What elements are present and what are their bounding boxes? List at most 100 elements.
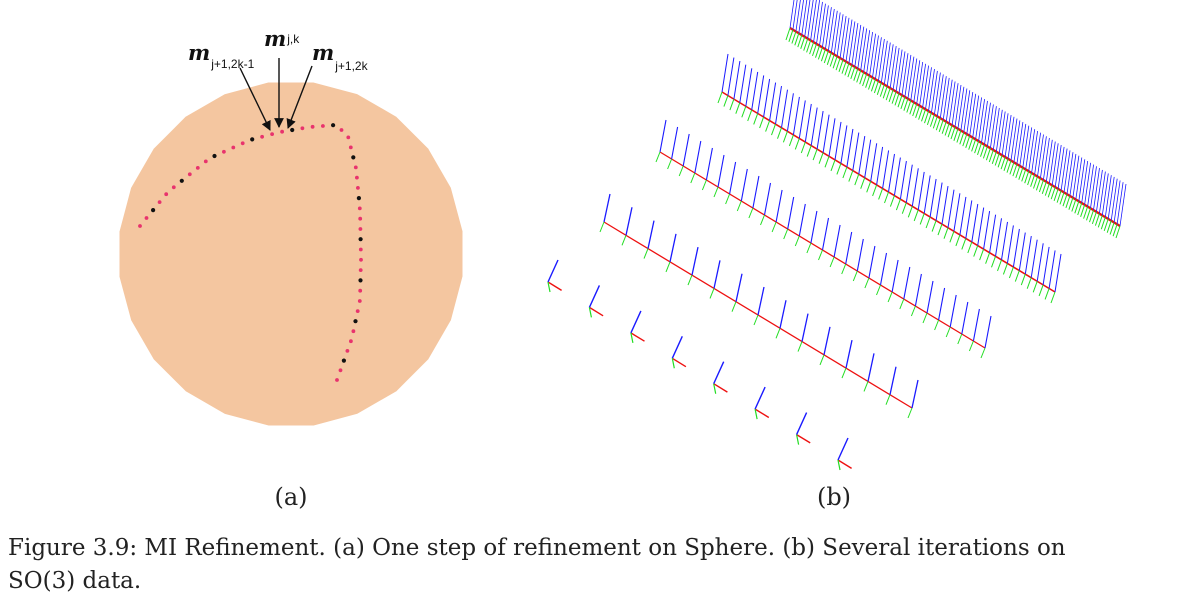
coarse-point <box>212 153 217 159</box>
frame-blue-axis <box>630 310 642 334</box>
frame-green-axis <box>741 106 747 118</box>
frame-green-axis <box>1109 222 1115 235</box>
coarse-point <box>290 127 295 133</box>
frame-blue-axis <box>781 89 788 128</box>
frame-green-axis <box>852 270 858 282</box>
refined-point <box>357 206 362 211</box>
frame-blue-axis <box>757 75 765 114</box>
frame-blue-axis <box>821 217 830 251</box>
frame-green-axis <box>912 103 918 117</box>
refined-point <box>351 329 356 334</box>
frame-green-axis <box>829 54 835 67</box>
frame-green-axis <box>803 38 809 51</box>
frame-blue-axis <box>1025 127 1033 170</box>
frame-green-axis <box>713 383 717 394</box>
frame-green-axis <box>1106 220 1112 233</box>
refined-point <box>240 141 245 146</box>
frame-green-axis <box>678 165 684 177</box>
frame-blue-axis <box>1001 113 1009 156</box>
frame-green-axis <box>865 75 871 88</box>
frame-blue-axis <box>984 102 991 145</box>
frame-blue-axis <box>1022 125 1030 168</box>
frame-blue-axis <box>822 5 829 48</box>
frame-blue-axis <box>917 171 925 210</box>
frame-blue-axis <box>845 19 853 62</box>
frame-green-axis <box>1050 186 1056 200</box>
frame-green-axis <box>771 123 776 136</box>
frame-blue-axis <box>842 17 850 60</box>
refined-point <box>358 247 363 252</box>
frame-blue-axis <box>875 37 882 80</box>
frame-blue-axis <box>813 0 820 43</box>
frame-blue-axis <box>938 287 946 321</box>
frame-green-axis <box>847 64 853 78</box>
frame-green-axis <box>1038 284 1044 297</box>
frame-green-axis <box>1032 281 1038 293</box>
frame-green-axis <box>885 394 891 405</box>
refined-point <box>157 200 162 205</box>
frame-blue-axis <box>966 92 974 135</box>
frame-green-axis <box>1030 174 1036 187</box>
frame-green-axis <box>878 188 884 200</box>
frame-blue-axis <box>903 266 911 300</box>
refinement-points <box>138 123 363 382</box>
frame-blue-axis <box>1010 118 1018 161</box>
frame-green-axis <box>1024 171 1030 184</box>
frame-blue-axis <box>705 147 713 181</box>
refined-point <box>260 134 264 139</box>
frame-blue-axis <box>1060 148 1068 191</box>
frame-blue-axis <box>916 61 924 105</box>
frame-blue-axis <box>1066 152 1074 195</box>
iteration-3 <box>655 119 992 359</box>
frame-blue-axis <box>1031 130 1038 174</box>
frame-green-axis <box>760 214 765 226</box>
refined-point <box>310 124 315 129</box>
frame-blue-axis <box>904 54 912 97</box>
frame-blue-axis <box>934 72 941 115</box>
frame-blue-axis <box>942 77 950 120</box>
frame-red-axis <box>754 408 770 419</box>
frame-green-axis <box>961 238 967 250</box>
frame-blue-axis <box>1001 221 1008 260</box>
frame-green-axis <box>1050 291 1056 304</box>
frame-green-axis <box>943 227 949 239</box>
frame-blue-axis <box>981 100 988 143</box>
frame-blue-axis <box>1107 176 1115 219</box>
refined-point <box>358 268 363 272</box>
frame-green-axis <box>950 126 956 140</box>
refined-point <box>345 349 350 353</box>
frame-green-axis <box>797 341 803 352</box>
frame-blue-axis <box>926 280 934 314</box>
frame-blue-axis <box>1072 155 1080 198</box>
frame-blue-axis <box>735 273 743 302</box>
frame-blue-axis <box>1054 145 1062 188</box>
arrow-m-j1-2k <box>286 65 313 129</box>
frame-blue-axis <box>893 157 901 196</box>
refined-point <box>187 172 192 177</box>
frame-blue-axis <box>947 189 955 228</box>
label-m-j1-2k-1: mj+1,2k-1 <box>188 40 255 71</box>
frame-green-axis <box>957 333 963 345</box>
frame-blue-axis <box>739 64 747 103</box>
frame-green-axis <box>988 149 994 163</box>
frame-blue-axis <box>948 81 956 124</box>
coarse-point <box>341 358 346 363</box>
frame-blue-axis <box>1113 180 1121 223</box>
frame-blue-axis <box>1099 171 1106 214</box>
frame-blue-axis <box>983 211 991 250</box>
frame-green-axis <box>797 34 803 48</box>
frame-blue-axis <box>804 0 811 37</box>
frame-green-axis <box>1083 206 1089 219</box>
frame-green-axis <box>832 56 838 69</box>
frame-blue-axis <box>889 46 897 89</box>
frame-blue-axis <box>1040 136 1047 179</box>
frame-green-axis <box>747 109 753 122</box>
frame-green-axis <box>967 241 973 254</box>
frame-blue-axis <box>860 28 868 71</box>
frame-green-axis <box>1002 263 1008 275</box>
frame-green-axis <box>1065 195 1071 209</box>
frame-green-axis <box>997 155 1003 168</box>
frame-blue-axis <box>901 53 909 96</box>
frame-green-axis <box>1086 208 1091 221</box>
frame-green-axis <box>887 291 893 303</box>
